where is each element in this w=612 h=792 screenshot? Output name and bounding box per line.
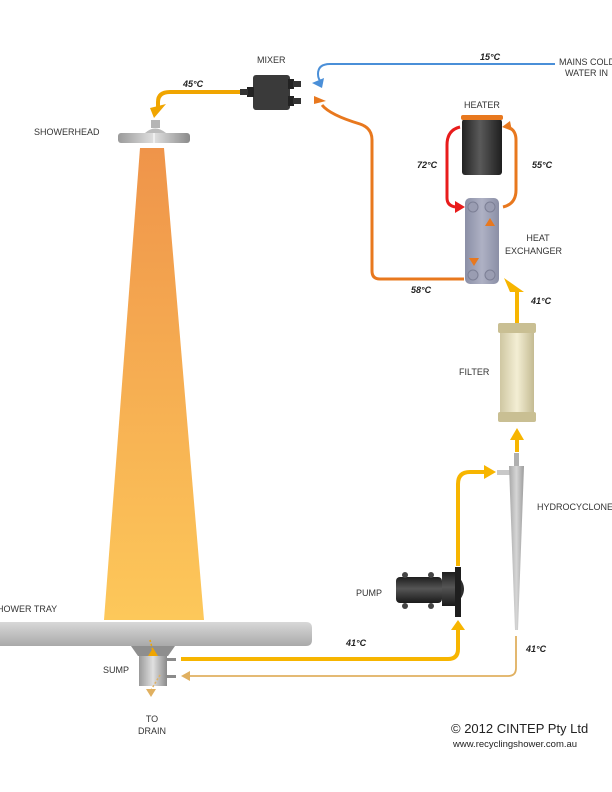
label-showerhead: SHOWERHEAD [34,127,100,137]
label-pump: PUMP [356,588,383,598]
heater [461,115,503,175]
arrow-into-exchanger [504,278,524,292]
temp-sump-to-pump: 41°C [346,638,367,648]
pipe-exchanger-to-heater [502,125,518,209]
website-text: www.recyclingshower.com.au [453,739,578,750]
label-sump: SUMP [103,665,130,675]
showerhead [118,120,190,143]
label-shower-tray: SHOWER TRAY [0,604,58,614]
label-drain-line2: DRAIN [137,726,166,736]
pipe-mains-cold [316,63,555,83]
pipe-mixer-to-showerhead [156,90,240,108]
label-heat: HEAT [526,233,550,243]
temp-hydrocyclone-reject: 41°C [526,644,547,654]
copyright-text: © 2012 CINTEP Pty Ltd [451,721,589,736]
temp-mixer-out: 45°C [183,79,204,89]
arrow-hot-into-mixer [314,96,326,104]
temp-mains-in: 15°C [480,52,501,62]
arrow-hot-into-exchanger [455,201,465,213]
pipe-exchanger-to-mixer [320,103,464,281]
label-mains-line2: WATER IN [565,68,608,78]
label-mixer: MIXER [257,55,286,65]
filter [498,323,536,422]
water-spray [104,148,204,620]
label-heater: HEATER [464,100,500,110]
shower-tray [0,622,312,656]
pump [396,567,464,617]
label-hydrocyclone: HYDROCYCLONE [537,502,612,512]
label-mains-line1: MAINS COLD [559,57,612,67]
arrow-into-showerhead [150,104,166,118]
temp-heater-out: 72°C [417,160,438,170]
label-drain-line1: TO [145,714,159,724]
arrow-into-sump [181,671,190,681]
pipe-pump-to-hydrocyclone [456,470,486,566]
arrow-into-hydrocyclone [484,465,496,479]
arrow-into-filter [510,428,524,440]
label-filter: FILTER [459,367,490,377]
temp-exchanger-in: 41°C [531,296,552,306]
temp-exchanger-out: 58°C [411,285,432,295]
arrow-into-pump [451,620,465,630]
hydrocyclone [497,453,524,630]
mixer [240,75,301,110]
pipe-heater-to-exchanger [445,125,461,209]
arrow-into-heater [502,121,512,131]
pipe-sump-to-pump [181,628,460,661]
label-exchanger: EXCHANGER [505,246,563,256]
sump [139,639,176,697]
temp-heater-return: 55°C [532,160,553,170]
heat-exchanger [465,198,499,284]
pipe-hydrocyclone-return [190,636,517,677]
arrow-cold-into-mixer [312,78,324,88]
